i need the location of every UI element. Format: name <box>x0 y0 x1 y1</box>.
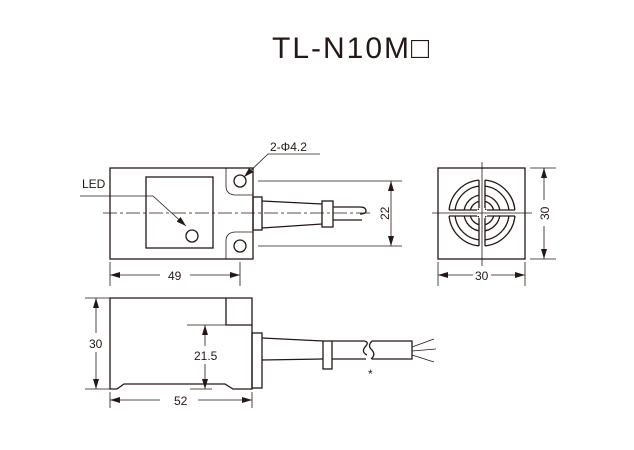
length-dim-49: 49 <box>168 269 182 283</box>
side-view: * 30 21.5 52 <box>85 297 437 408</box>
drawing-title: TL-N10M□ <box>272 32 431 65</box>
led-indicator <box>185 229 199 243</box>
sensing-dim-21-5: 21.5 <box>194 349 218 363</box>
top-view: LED 2-Φ4.2 22 49 <box>80 140 402 286</box>
mount-hole <box>233 174 247 188</box>
mount-hole <box>233 239 247 253</box>
front-view: 30 30 <box>432 162 556 286</box>
width-dim-30: 30 <box>475 269 489 283</box>
spacing-dim: 22 <box>378 206 392 220</box>
hole-label: 2-Φ4.2 <box>270 140 307 154</box>
cable-note-mark: * <box>368 367 373 381</box>
height-dim-30: 30 <box>538 206 552 220</box>
side-height-dim-30: 30 <box>89 337 103 351</box>
led-label: LED <box>82 177 106 191</box>
length-dim-52: 52 <box>174 394 188 408</box>
